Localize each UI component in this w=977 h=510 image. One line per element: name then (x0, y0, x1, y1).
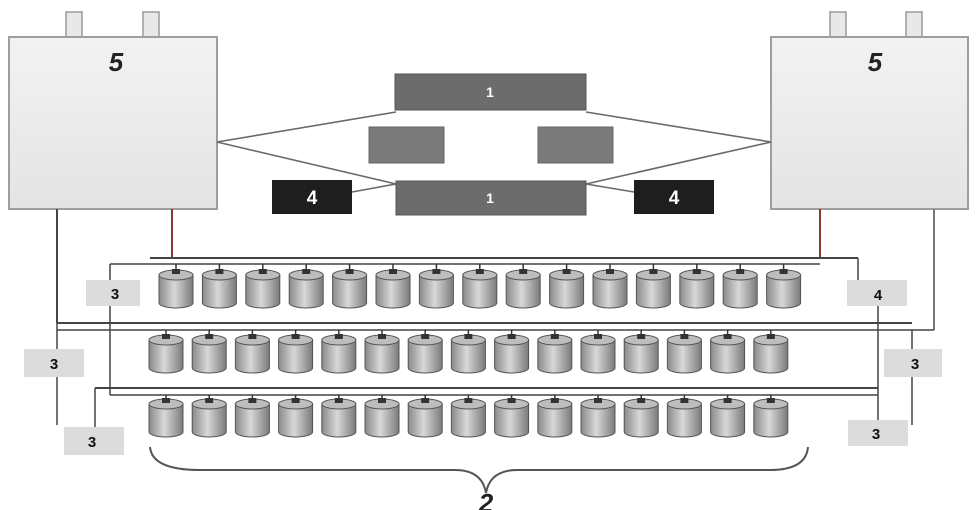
cell-cylinder (278, 395, 314, 438)
cell-cylinder (666, 330, 702, 374)
cell-cylinder (375, 264, 411, 309)
cell-cylinder (201, 264, 237, 309)
cell-cylinder (364, 395, 400, 438)
right-controller-label: 4 (669, 188, 680, 209)
cell-cylinder (537, 330, 573, 374)
right-controller-4: 4 (634, 180, 714, 214)
row1-left-box-label: 3 (111, 286, 119, 303)
cell-cylinder (191, 395, 227, 438)
cell-cylinder (710, 330, 746, 374)
row1-left-box: 3 (86, 280, 140, 306)
cell-cylinder (148, 330, 184, 374)
left-tank-label: 5 (109, 47, 124, 77)
cell-cylinder (407, 330, 443, 374)
cell-cylinder (234, 395, 270, 438)
cell-cylinder (321, 395, 357, 438)
cell-cylinder (753, 330, 789, 374)
cell-cylinder (623, 330, 659, 374)
cell-cylinder (278, 330, 314, 374)
lower-device-label: 1 (486, 190, 494, 206)
cell-cylinder (766, 264, 802, 309)
flow-lines (216, 111, 772, 193)
left-tank: 5 (8, 11, 218, 210)
cell-cylinder (288, 264, 324, 309)
cell-cylinder (537, 395, 573, 438)
row2-right-box-label: 3 (911, 356, 919, 373)
cell-cylinder (623, 395, 659, 438)
right-mid-block (537, 126, 614, 164)
row3-right-box-label: 3 (872, 426, 880, 443)
row1-right-box-label: 4 (874, 287, 883, 304)
cell-cylinder (753, 395, 789, 438)
cell-cylinder (580, 330, 616, 374)
row2-left-box: 3 (24, 349, 84, 377)
left-mid-block (368, 126, 445, 164)
cell-cylinder (148, 395, 184, 438)
cell-cylinder (722, 264, 758, 309)
upper-device-label: 1 (486, 84, 494, 100)
left-controller-4: 4 (272, 180, 352, 214)
cell-cylinder (158, 264, 194, 309)
row2-left-box-label: 3 (50, 356, 58, 373)
upper-device-1: 1 (394, 73, 587, 111)
brace-label: 2 (478, 488, 494, 510)
cell-cylinder (450, 395, 486, 438)
right-tank-label: 5 (868, 47, 883, 77)
piping (56, 209, 935, 430)
right-tank: 5 (770, 11, 969, 210)
cell-cylinder (364, 330, 400, 374)
cell-cylinder (505, 264, 541, 309)
cell-cylinder (494, 395, 530, 438)
row2-right-box: 3 (884, 349, 942, 377)
group-brace: 2 (149, 446, 809, 510)
row3-left-box: 3 (64, 427, 124, 455)
cell-cylinder (407, 395, 443, 438)
cell-cylinder (245, 264, 281, 309)
cell-cylinder (321, 330, 357, 374)
cell-cylinder (462, 264, 498, 309)
cell-cylinder (234, 330, 270, 374)
cell-cylinder (332, 264, 368, 309)
cell-array (148, 264, 802, 438)
cell-cylinder (418, 264, 454, 309)
cell-cylinder (450, 330, 486, 374)
row3-right-box: 3 (848, 420, 908, 446)
cell-cylinder (191, 330, 227, 374)
row1-right-box: 4 (847, 280, 907, 306)
cell-cylinder (580, 395, 616, 438)
cell-cylinder (549, 264, 585, 309)
cell-cylinder (635, 264, 671, 309)
cell-cylinder (666, 395, 702, 438)
cell-cylinder (710, 395, 746, 438)
left-controller-label: 4 (307, 188, 318, 209)
lower-device-1: 1 (395, 180, 587, 216)
cell-cylinder (592, 264, 628, 309)
row3-left-box-label: 3 (88, 434, 96, 451)
cell-cylinder (494, 330, 530, 374)
cell-cylinder (679, 264, 715, 309)
